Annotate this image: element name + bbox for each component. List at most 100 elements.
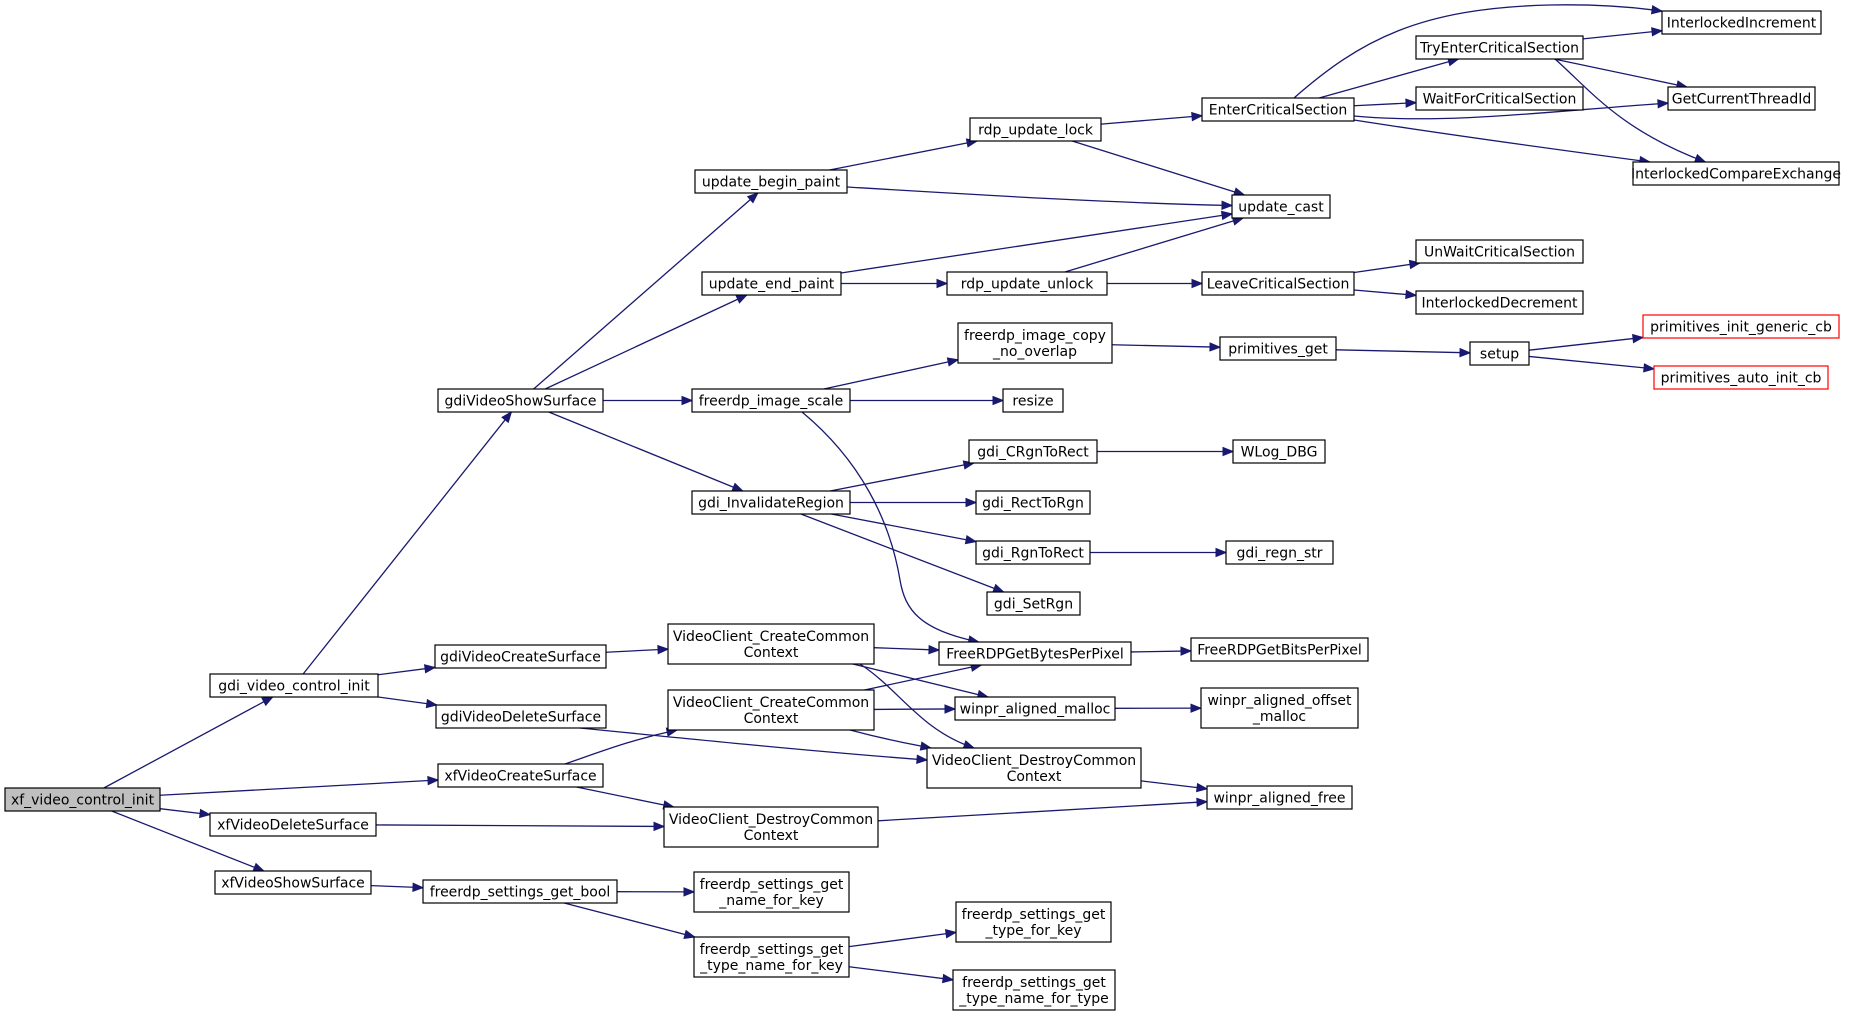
node-box[interactable]	[1225, 540, 1334, 565]
node-gdi_regn_str[interactable]: gdi_regn_str	[1225, 540, 1334, 565]
node-InterlockedCompareExchange[interactable]: InterlockedCompareExchange	[1631, 161, 1841, 186]
node-box[interactable]	[1219, 336, 1337, 361]
node-setup[interactable]: setup	[1469, 341, 1530, 366]
node-box[interactable]	[437, 763, 604, 788]
node-box[interactable]	[691, 490, 851, 515]
node-UnWaitCriticalSection[interactable]: UnWaitCriticalSection	[1415, 239, 1584, 264]
node-box[interactable]	[214, 870, 372, 895]
node-box[interactable]	[1642, 314, 1840, 339]
node-WLog_DBG[interactable]: WLog_DBG	[1232, 439, 1326, 464]
node-box[interactable]	[694, 169, 848, 194]
node-GetCurrentThreadId[interactable]: GetCurrentThreadId	[1667, 86, 1816, 111]
node-box[interactable]	[1415, 35, 1584, 60]
node-freerdp_settings_get_type_for_key[interactable]: freerdp_settings_get_type_for_key	[955, 901, 1112, 943]
node-box[interactable]	[946, 271, 1108, 296]
node-gdi_InvalidateRegion[interactable]: gdi_InvalidateRegion	[691, 490, 851, 515]
node-box[interactable]	[1415, 86, 1584, 111]
node-freerdp_settings_get_type_name_for_key[interactable]: freerdp_settings_get_type_name_for_key	[693, 936, 850, 978]
node-InterlockedIncrement[interactable]: InterlockedIncrement	[1661, 10, 1822, 35]
node-xf_video_control_init[interactable]: xf_video_control_init	[4, 787, 161, 812]
node-box[interactable]	[1201, 271, 1355, 296]
node-gdiVideoCreateSurface[interactable]: gdiVideoCreateSurface	[434, 644, 607, 669]
node-box[interactable]	[434, 644, 607, 669]
node-rdp_update_lock[interactable]: rdp_update_lock	[969, 117, 1102, 142]
node-box[interactable]	[969, 117, 1102, 142]
node-box[interactable]	[1231, 194, 1331, 219]
node-primitives_init_generic_cb[interactable]: primitives_init_generic_cb	[1642, 314, 1840, 339]
node-box[interactable]	[693, 936, 850, 978]
node-box[interactable]	[986, 591, 1081, 616]
node-gdi_SetRgn[interactable]: gdi_SetRgn	[986, 591, 1081, 616]
node-box[interactable]	[667, 689, 875, 731]
node-box[interactable]	[926, 747, 1142, 789]
node-FreeRDPGetBitsPerPixel[interactable]: FreeRDPGetBitsPerPixel	[1190, 637, 1369, 662]
node-update_begin_paint[interactable]: update_begin_paint	[694, 169, 848, 194]
node-update_end_paint[interactable]: update_end_paint	[701, 271, 842, 296]
node-box[interactable]	[952, 969, 1116, 1011]
node-winpr_aligned_offset_malloc[interactable]: winpr_aligned_offset_malloc	[1200, 687, 1359, 729]
node-winpr_aligned_malloc[interactable]: winpr_aligned_malloc	[954, 696, 1116, 721]
node-box[interactable]	[435, 704, 607, 729]
node-box[interactable]	[1661, 10, 1822, 35]
node-primitives_auto_init_cb[interactable]: primitives_auto_init_cb	[1653, 365, 1829, 390]
node-gdiVideoShowSurface[interactable]: gdiVideoShowSurface	[437, 388, 604, 413]
node-box[interactable]	[422, 879, 618, 904]
node-box[interactable]	[1002, 388, 1064, 413]
node-rdp_update_unlock[interactable]: rdp_update_unlock	[946, 271, 1108, 296]
node-gdiVideoDeleteSurface[interactable]: gdiVideoDeleteSurface	[435, 704, 607, 729]
node-xfVideoDeleteSurface[interactable]: xfVideoDeleteSurface	[209, 812, 377, 837]
node-box[interactable]	[1632, 161, 1840, 186]
node-freerdp_settings_get_type_name_for_type[interactable]: freerdp_settings_get_type_name_for_type	[952, 969, 1116, 1011]
node-box[interactable]	[1653, 365, 1829, 390]
node-box[interactable]	[209, 673, 379, 698]
node-box[interactable]	[663, 806, 879, 848]
node-box[interactable]	[1201, 97, 1355, 122]
node-xfVideoCreateSurface[interactable]: xfVideoCreateSurface	[437, 763, 604, 788]
node-box[interactable]	[1415, 239, 1584, 264]
node-box[interactable]	[1415, 290, 1584, 315]
node-freerdp_settings_get_bool[interactable]: freerdp_settings_get_bool	[422, 879, 618, 904]
node-winpr_aligned_free[interactable]: winpr_aligned_free	[1206, 785, 1353, 810]
node-box[interactable]	[975, 490, 1091, 515]
node-box[interactable]	[4, 787, 161, 812]
node-TryEnterCriticalSection[interactable]: TryEnterCriticalSection	[1415, 35, 1584, 60]
node-freerdp_image_copy_no_overlap[interactable]: freerdp_image_copy_no_overlap	[957, 322, 1113, 364]
node-box[interactable]	[1232, 439, 1326, 464]
node-gdi_CRgnToRect[interactable]: gdi_CRgnToRect	[968, 439, 1098, 464]
node-box[interactable]	[1469, 341, 1530, 366]
node-freerdp_image_scale[interactable]: freerdp_image_scale	[691, 388, 851, 413]
node-box[interactable]	[957, 322, 1113, 364]
node-box[interactable]	[209, 812, 377, 837]
node-primitives_get[interactable]: primitives_get	[1219, 336, 1337, 361]
node-box[interactable]	[975, 540, 1091, 565]
node-FreeRDPGetBytesPerPixel[interactable]: FreeRDPGetBytesPerPixel	[938, 641, 1132, 666]
node-update_cast[interactable]: update_cast	[1231, 194, 1331, 219]
node-box[interactable]	[955, 901, 1112, 943]
node-box[interactable]	[437, 388, 604, 413]
node-xfVideoShowSurface[interactable]: xfVideoShowSurface	[214, 870, 372, 895]
node-box[interactable]	[1190, 637, 1369, 662]
node-box[interactable]	[701, 271, 842, 296]
node-InterlockedDecrement[interactable]: InterlockedDecrement	[1415, 290, 1584, 315]
node-box[interactable]	[1200, 687, 1359, 729]
node-resize[interactable]: resize	[1002, 388, 1064, 413]
node-box[interactable]	[1206, 785, 1353, 810]
node-box[interactable]	[667, 623, 875, 665]
node-box[interactable]	[938, 641, 1132, 666]
node-gdi_RgnToRect[interactable]: gdi_RgnToRect	[975, 540, 1091, 565]
node-freerdp_settings_get_name_for_key[interactable]: freerdp_settings_get_name_for_key	[693, 871, 850, 913]
node-gdi_RectToRgn[interactable]: gdi_RectToRgn	[975, 490, 1091, 515]
node-EnterCriticalSection[interactable]: EnterCriticalSection	[1201, 97, 1355, 122]
node-box[interactable]	[968, 439, 1098, 464]
node-box[interactable]	[954, 696, 1116, 721]
node-gdi_video_control_init[interactable]: gdi_video_control_init	[209, 673, 379, 698]
node-WaitForCriticalSection[interactable]: WaitForCriticalSection	[1415, 86, 1584, 111]
node-LeaveCriticalSection[interactable]: LeaveCriticalSection	[1201, 271, 1355, 296]
node-box[interactable]	[693, 871, 850, 913]
node-box[interactable]	[691, 388, 851, 413]
node-box[interactable]	[1667, 86, 1816, 111]
